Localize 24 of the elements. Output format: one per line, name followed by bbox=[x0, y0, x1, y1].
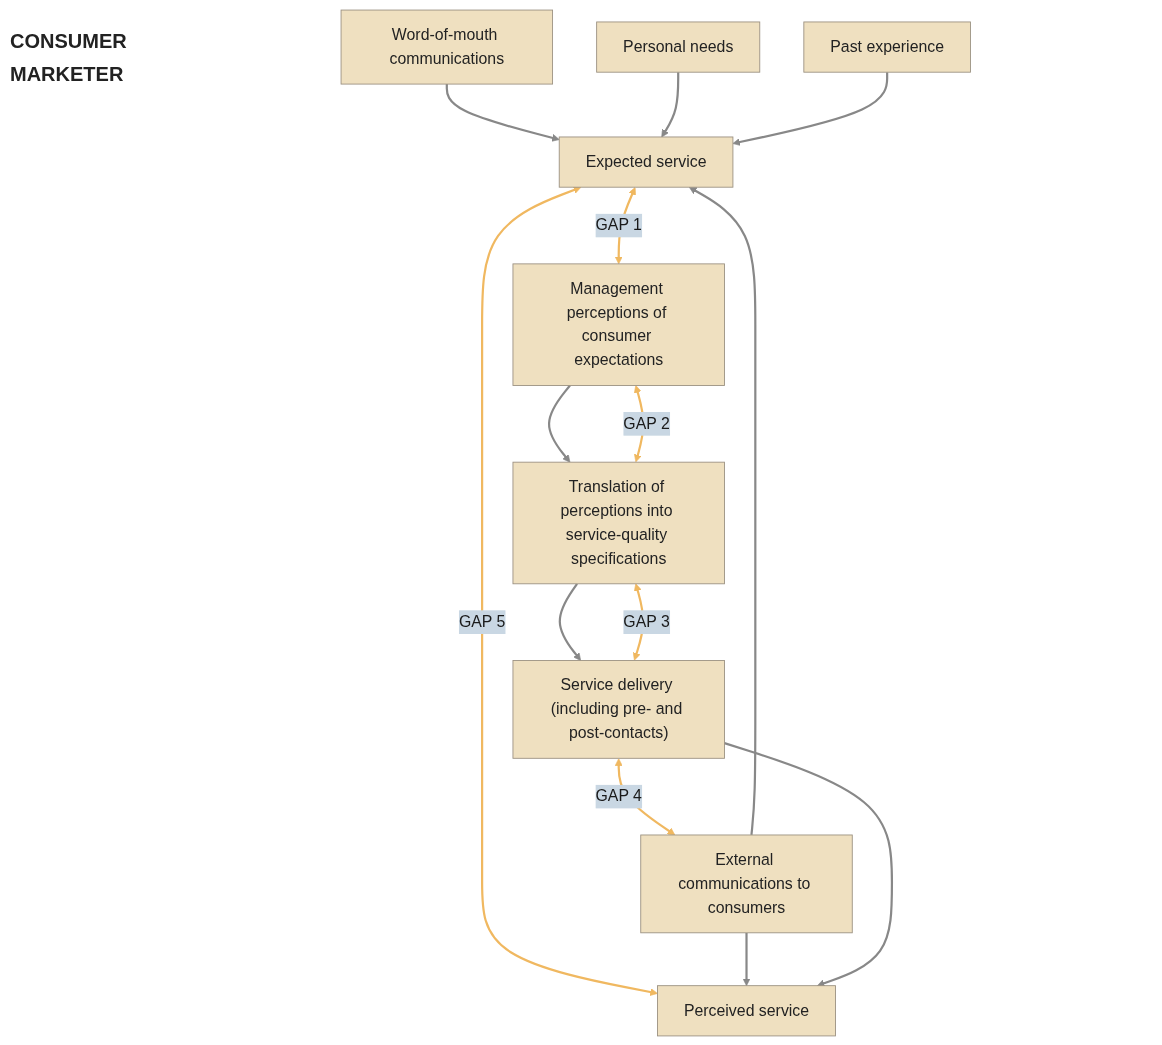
edge-label: GAP 5 bbox=[459, 612, 506, 631]
node-box: Service delivery (including pre- and post-contacts) bbox=[512, 659, 726, 759]
edge-label: GAP 2 bbox=[623, 414, 671, 432]
region-label: MARKETER bbox=[10, 63, 125, 86]
arrow bbox=[548, 384, 572, 463]
node-box: Expected service bbox=[559, 136, 734, 188]
node-box: External communications to consumers bbox=[640, 834, 853, 933]
arrow bbox=[724, 741, 894, 987]
arrow bbox=[742, 932, 751, 986]
arrow bbox=[661, 71, 680, 137]
node-box: Translation of perceptions into service-quality specifications bbox=[512, 461, 726, 584]
node-box: Management perceptions of consumer expectations bbox=[512, 262, 726, 386]
arrow bbox=[689, 186, 757, 835]
region-label: CONSUMER bbox=[10, 30, 128, 53]
edge-label: GAP 3 bbox=[623, 612, 671, 631]
arrow bbox=[558, 582, 582, 661]
arrow bbox=[445, 83, 560, 142]
node-box: Perceived service bbox=[657, 984, 837, 1036]
edge-label: GAP 4 bbox=[595, 786, 643, 805]
edge-label: GAP 1 bbox=[595, 215, 643, 234]
node-box: Past experience bbox=[803, 21, 972, 73]
arrow bbox=[732, 71, 889, 146]
node-box: Personal needs bbox=[596, 21, 761, 73]
node-box: Word-of-mouth communications bbox=[340, 9, 554, 85]
